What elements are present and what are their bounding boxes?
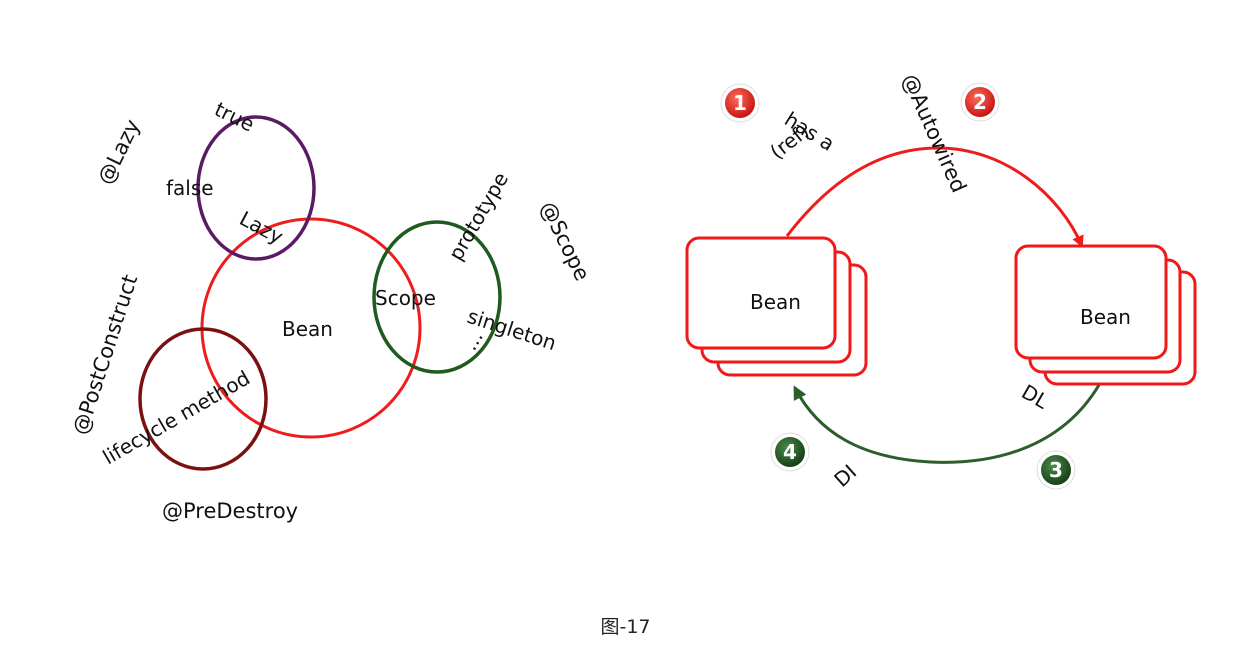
left-diagram: Bean @Lazy true false Lazy Scope prototy… [68,97,594,523]
bean-stack-left: Bean [685,236,868,377]
autowired-label: @Autowired [897,70,971,196]
badge-2: 2 [960,82,1000,122]
predestroy-annotation: @PreDestroy [162,499,298,523]
lifecycle-label: lifecycle method [99,366,255,470]
figure-caption: 图-17 [600,616,651,638]
lazy-value-true: true [211,97,258,137]
bean-left-label: Bean [750,290,801,314]
bean-right-label: Bean [1080,305,1131,329]
svg-text:4: 4 [783,440,797,464]
di-label: DI [829,460,861,492]
scope-value-prototype: prototype [444,168,514,264]
badge-4: 4 [770,432,810,472]
postconstruct-annotation: @PostConstruct [68,272,142,438]
scope-label: Scope [375,286,436,310]
right-diagram: Bean Bean has a (ref) @Autowired DL DI 1… [685,70,1197,492]
svg-text:2: 2 [973,90,987,114]
autowired-arrow [785,146,1084,248]
scope-circle [372,220,502,374]
svg-text:3: 3 [1049,458,1063,482]
lifecycle-circle [138,327,268,471]
scope-annotation: @Scope [536,198,595,285]
lazy-annotation: @Lazy [93,116,145,189]
svg-text:1: 1 [733,91,747,115]
bean-center-label: Bean [282,317,333,341]
dl-label: DL [1018,380,1054,414]
lazy-value-false: false [166,176,214,200]
badge-3: 3 [1036,450,1076,490]
bean-stack-right: Bean [1014,244,1197,386]
badge-1: 1 [720,83,760,123]
lazy-circle [196,115,316,261]
di-arrow [793,384,1101,464]
